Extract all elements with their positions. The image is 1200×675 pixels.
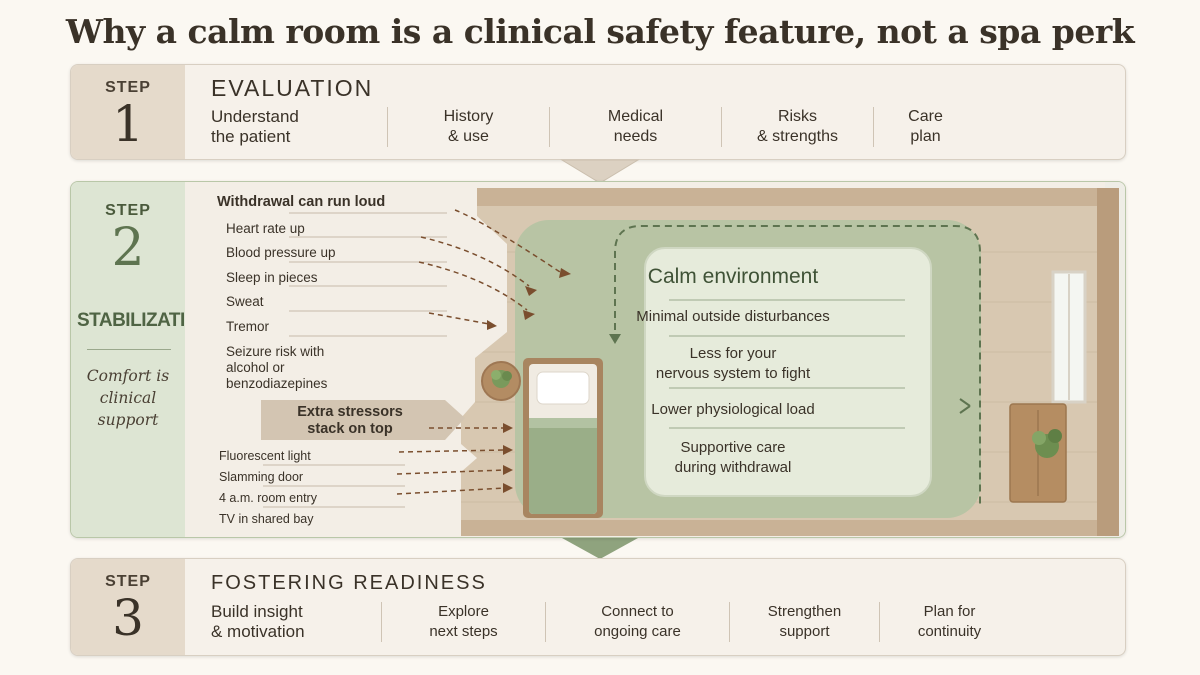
symptom-item: Tremor [226,319,269,334]
calm-item: Supportive care during withdrawal [674,439,792,476]
stage-item: Connect to ongoing care [545,602,729,642]
step-1-panel: STEP 1 EVALUATION Understand the patient… [70,64,1126,160]
stage-item: Care plan [873,107,977,147]
stage-item: Plan for continuity [879,602,1019,642]
stage-columns: Build insight & motivation Explore next … [211,595,1105,649]
stressors-title: Extra stressors stack on top [297,404,403,437]
stage-label: STABILIZATION [77,310,213,331]
calm-item: Less for your nervous system to fight [655,345,811,382]
step-3-panel: STEP 3 FOSTERING READINESS Build insight… [70,558,1126,656]
stressor-item: Fluorescent light [219,449,311,463]
stressor-item: TV in shared bay [219,512,314,526]
down-arrow-icon [560,159,640,184]
page-title: Why a calm room is a clinical safety fea… [65,12,1135,51]
step-1-tab: STEP 1 [71,65,185,159]
symptom-item: Heart rate up [226,221,305,236]
step-label: STEP [105,202,151,219]
step-number: 1 [112,95,144,153]
symptom-item: Sleep in pieces [226,270,318,285]
stage-title: EVALUATION [211,75,374,101]
stage-item: Strengthen support [729,602,879,642]
seizure-risk: Seizure risk with alcohol or benzodiazep… [226,344,328,391]
divider [87,349,171,350]
stage-title: FOSTERING READINESS [211,572,487,594]
stage-item: Risks & strengths [721,107,873,147]
symptom-item: Blood pressure up [226,245,336,260]
symptom-item: Sweat [226,294,264,309]
step-2-panel: STEP 2 STABILIZATION Comfort is clinical… [70,181,1126,538]
calm-environment-title: Calm environment [647,265,819,288]
step-number: 2 [111,218,145,278]
calm-item: Lower physiological load [651,401,815,418]
stage-item: Medical needs [549,107,721,147]
withdrawal-title: Withdrawal can run loud [217,194,386,210]
step-label: STEP [105,573,151,590]
calm-item: Minimal outside disturbances [636,308,830,325]
stage-item: History & use [387,107,549,147]
stage-tagline: Comfort is clinical support [86,367,170,429]
stressor-item: 4 a.m. room entry [219,491,317,505]
stressor-item: Slamming door [219,470,304,484]
step-number: 3 [112,589,144,647]
patient-room-illustration [185,182,1125,537]
down-arrow-icon [562,538,638,559]
stage-lead: Understand the patient [211,107,299,146]
step-label: STEP [105,79,151,96]
stage-columns: Understand the patient History & use Med… [211,101,1105,153]
step-2-tab: STEP 2 [71,182,185,537]
stage-lead: Build insight & motivation [211,602,305,641]
step-3-tab: STEP 3 [71,559,185,655]
stage-item: Explore next steps [381,602,545,642]
